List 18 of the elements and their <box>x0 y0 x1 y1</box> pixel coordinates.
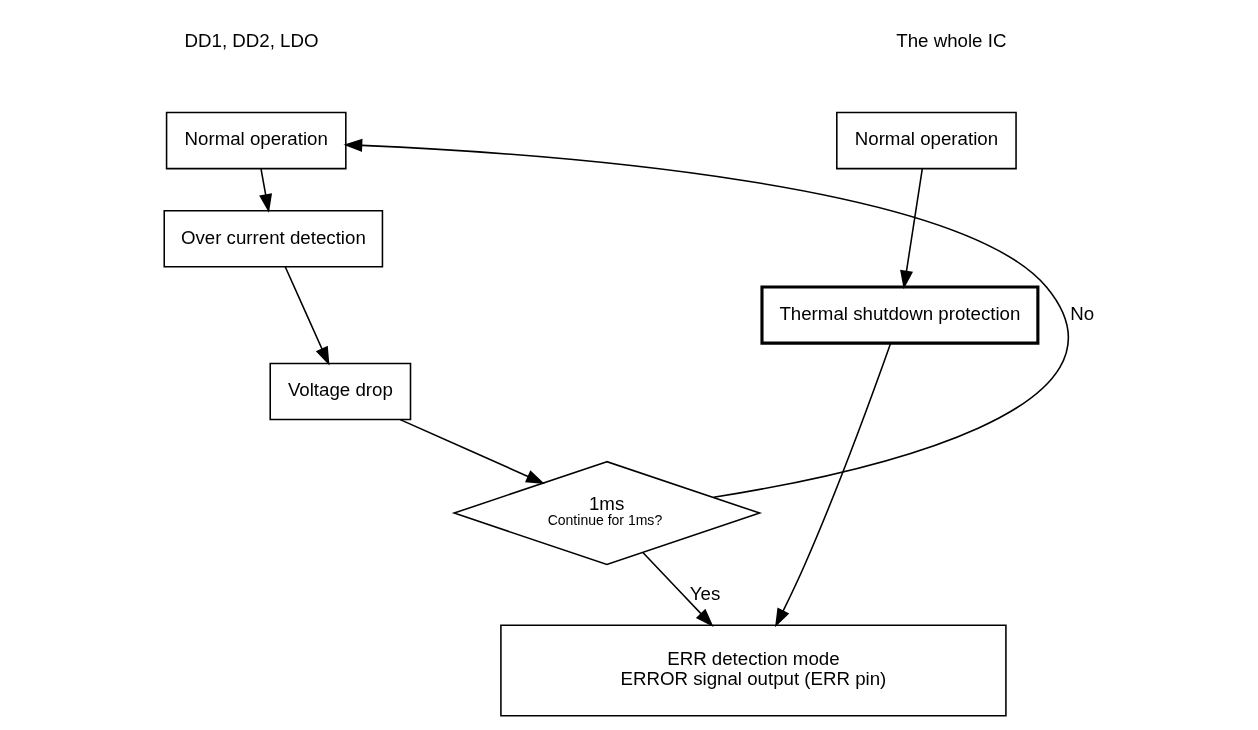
node-box: Over current detection <box>162 209 383 268</box>
node-box: Normal operation <box>165 111 347 170</box>
arrow <box>284 266 329 366</box>
arrow <box>774 343 891 628</box>
node-box: ERR detection mode ERROR signal output (ERR pin) <box>499 624 1007 717</box>
edge-label: Yes <box>689 582 720 604</box>
node-box: Thermal shutdown protection <box>759 285 1039 345</box>
label: DD1, DD2, LDO <box>184 30 319 52</box>
arrow <box>641 552 714 627</box>
arrow <box>258 168 272 213</box>
label: The whole IC <box>895 30 1006 52</box>
node-box: Normal operation <box>835 111 1017 170</box>
arrow <box>398 418 545 484</box>
node-box: Voltage drop <box>268 362 411 421</box>
arrow <box>899 168 923 290</box>
edge-label: No <box>1069 302 1094 324</box>
node-diamond: 1ms Continue for 1ms? <box>451 460 762 566</box>
arrow <box>343 138 1069 499</box>
